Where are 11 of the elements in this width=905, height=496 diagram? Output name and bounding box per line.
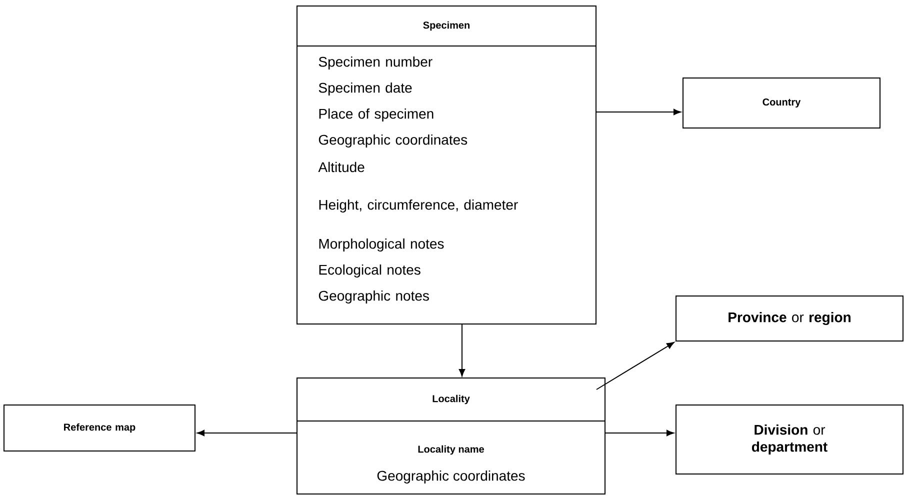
table-box: Locality Locality name Geographic coordinates (296, 378, 606, 494)
arrow (197, 430, 297, 436)
table-box: Specimen Specimen number Specimen date Place of specimen Geographic coordinates Altitude Height, circumference, diameter Morphological notes Ecological notes Geographic notes (296, 6, 596, 324)
entity-box: Country (682, 78, 880, 128)
arrow (596, 108, 682, 116)
arrow (605, 430, 674, 436)
arrow (596, 342, 674, 390)
entity-box: Reference map (4, 404, 196, 452)
entity-box: Province or region (676, 296, 904, 342)
entity-box: Division or department (676, 404, 904, 474)
arrow (458, 324, 466, 376)
